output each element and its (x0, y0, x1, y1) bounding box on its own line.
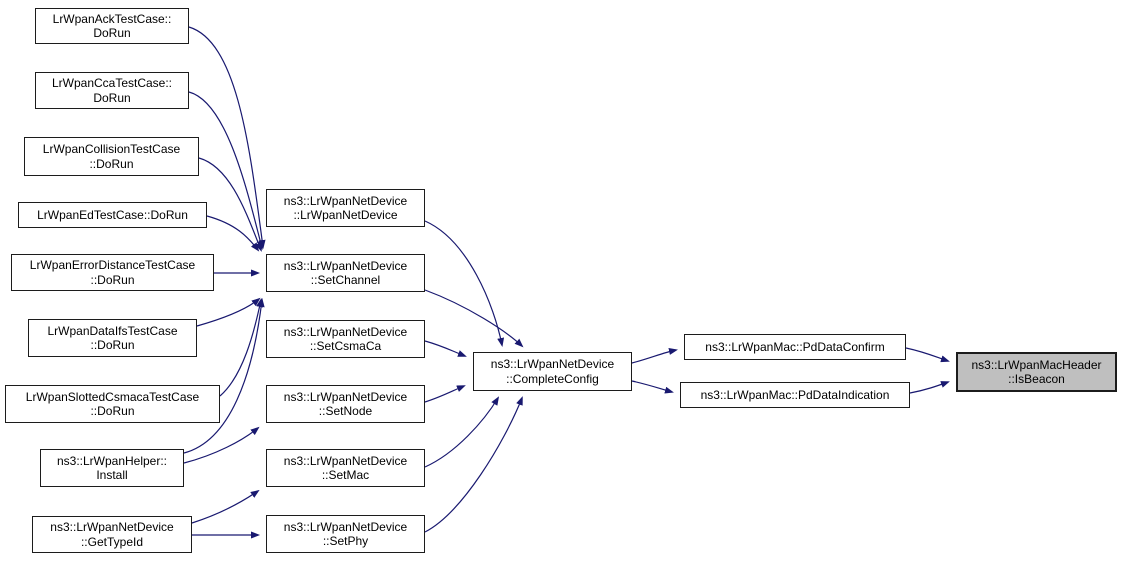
node-collision-dorun[interactable]: LrWpanCollisionTestCase ::DoRun (24, 137, 199, 176)
node-helper-install[interactable]: ns3::LrWpanHelper:: Install (40, 449, 184, 487)
node-setcsmaca[interactable]: ns3::LrWpanNetDevice ::SetCsmaCa (266, 320, 425, 358)
edge-setnode-to-completeconfig (424, 385, 466, 403)
node-netdevice-ctor[interactable]: ns3::LrWpanNetDevice ::LrWpanNetDevice (266, 189, 425, 227)
node-ack-dorun[interactable]: LrWpanAckTestCase:: DoRun (35, 8, 189, 44)
node-setphy[interactable]: ns3::LrWpanNetDevice ::SetPhy (266, 515, 425, 553)
node-ed-dorun[interactable]: LrWpanEdTestCase::DoRun (18, 202, 207, 228)
node-isbeacon[interactable]: ns3::LrWpanMacHeader ::IsBeacon (956, 352, 1117, 392)
node-dataifs-dorun[interactable]: LrWpanDataIfsTestCase ::DoRun (28, 319, 197, 357)
edge-setchannel-to-completeconfig (424, 289, 524, 348)
node-pddataindication[interactable]: ns3::LrWpanMac::PdDataIndication (680, 382, 910, 408)
node-slottedcsmaca-dorun[interactable]: LrWpanSlottedCsmacaTestCase ::DoRun (5, 385, 220, 423)
edge-completeconfig-to-pddataconfirm (631, 348, 678, 364)
edge-dataifs-dorun-to-setchannel (196, 297, 261, 327)
edge-ed-dorun-to-setchannel (206, 215, 260, 252)
edge-collision-dorun-to-setchannel (198, 157, 262, 252)
node-setmac[interactable]: ns3::LrWpanNetDevice ::SetMac (266, 449, 425, 487)
edge-setmac-to-completeconfig (424, 396, 500, 468)
node-cca-dorun[interactable]: LrWpanCcaTestCase:: DoRun (35, 72, 189, 109)
edge-helper-install-to-setnode (183, 426, 260, 464)
edge-pddataconfirm-to-isbeacon (905, 347, 950, 363)
edge-setphy-to-completeconfig (424, 396, 523, 533)
node-completeconfig[interactable]: ns3::LrWpanNetDevice ::CompleteConfig (473, 352, 632, 391)
edge-setcsmaca-to-completeconfig (424, 340, 467, 357)
edge-netdevice-ctor-to-completeconfig (424, 220, 505, 347)
node-gettypeid[interactable]: ns3::LrWpanNetDevice ::GetTypeId (32, 516, 192, 553)
edge-slottedcsmaca-dorun-to-setchannel (219, 298, 263, 397)
node-setchannel[interactable]: ns3::LrWpanNetDevice ::SetChannel (266, 254, 425, 292)
node-pddataconfirm[interactable]: ns3::LrWpanMac::PdDataConfirm (684, 334, 906, 360)
edge-gettypeid-to-setmac (191, 489, 260, 524)
node-errordistance-dorun[interactable]: LrWpanErrorDistanceTestCase ::DoRun (11, 254, 214, 291)
node-setnode[interactable]: ns3::LrWpanNetDevice ::SetNode (266, 385, 425, 423)
edge-pddataindication-to-isbeacon (909, 381, 950, 394)
edge-completeconfig-to-pddataindication (631, 380, 674, 394)
